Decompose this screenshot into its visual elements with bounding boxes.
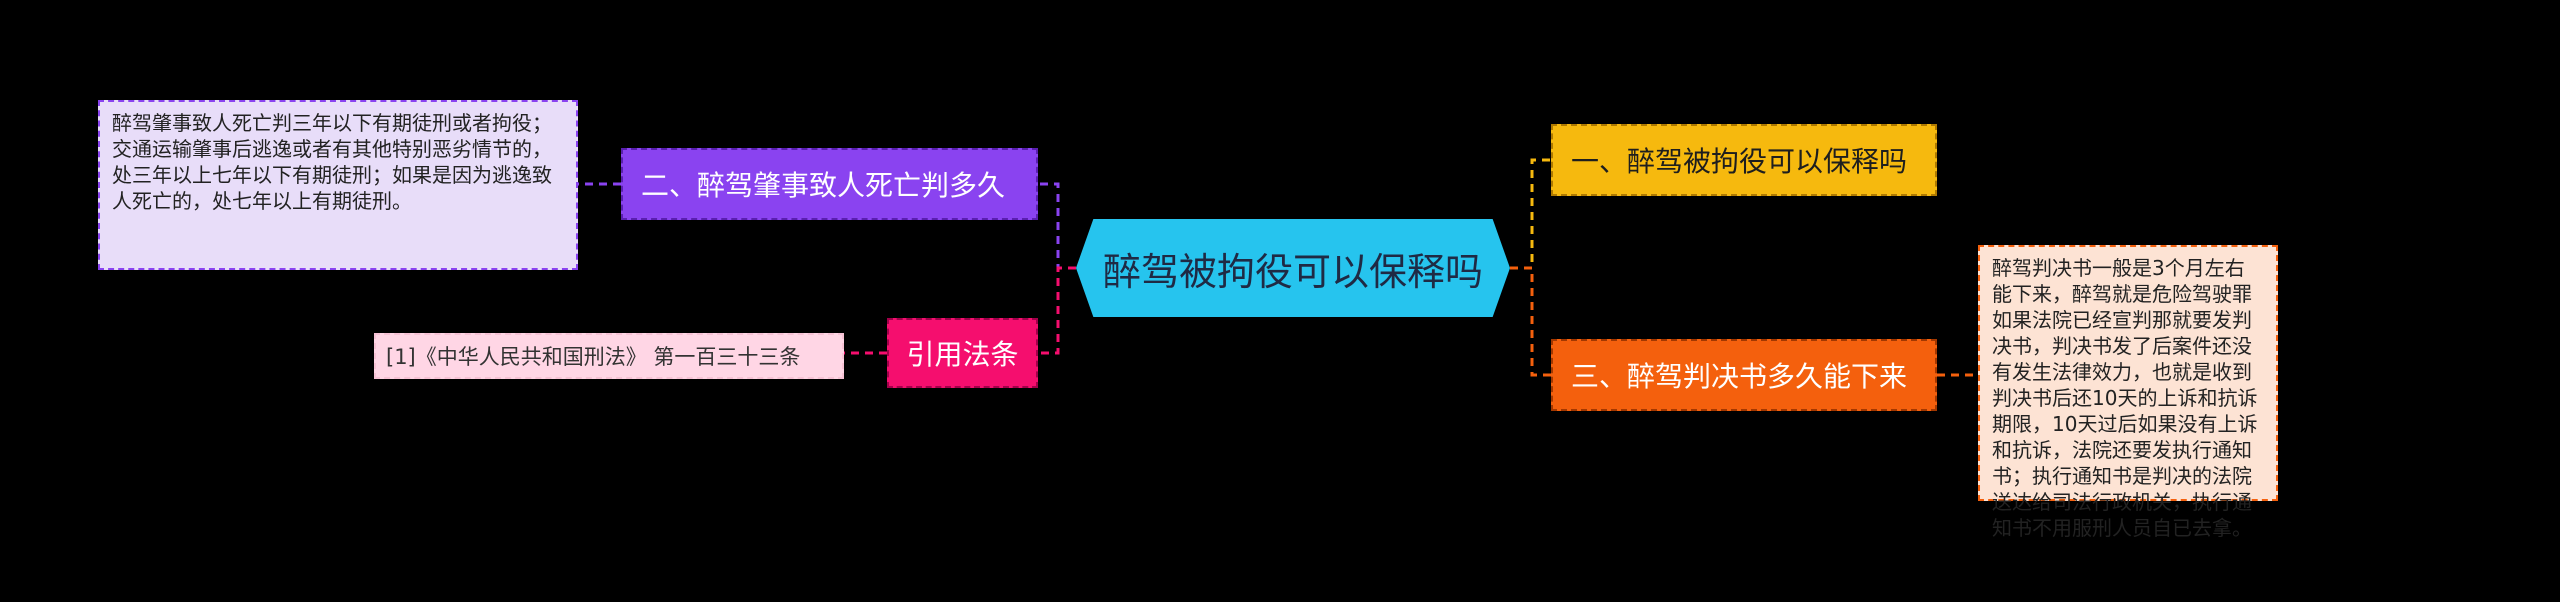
central-topic[interactable]: 醉驾被拘役可以保释吗 xyxy=(1076,219,1510,317)
link-central-bail xyxy=(1510,158,1551,270)
topic-law[interactable]: 引用法条 xyxy=(887,318,1038,388)
death-detail-note[interactable]: 醉驾肇事致人死亡判三年以下有期徒刑或者拘役；交通运输肇事后逃逸或者有其他特别恶劣… xyxy=(98,100,578,270)
verdict-detail-text: 醉驾判决书一般是3个月左右能下来，醉驾就是危险驾驶罪如果法院已经宣判那就要发判决… xyxy=(1992,256,2258,540)
central-topic-label: 醉驾被拘役可以保释吗 xyxy=(1102,249,1483,294)
topic-law-label: 引用法条 xyxy=(906,338,1019,371)
death-detail-text: 醉驾肇事致人死亡判三年以下有期徒刑或者拘役；交通运输肇事后逃逸或者有其他特别恶劣… xyxy=(112,111,552,213)
verdict-detail-note[interactable]: 醉驾判决书一般是3个月左右能下来，醉驾就是危险驾驶罪如果法院已经宣判那就要发判决… xyxy=(1978,245,2278,540)
link-central-death xyxy=(1038,182,1076,270)
law-reference-text: [1]《中华人民共和国刑法》 第一百三十三条 xyxy=(386,345,801,369)
topic-death[interactable]: 二、醉驾肇事致人死亡判多久 xyxy=(621,148,1038,220)
topic-bail-label: 一、醉驾被拘役可以保释吗 xyxy=(1571,145,1908,178)
topic-bail[interactable]: 一、醉驾被拘役可以保释吗 xyxy=(1551,124,1937,196)
topic-verdict-label: 三、醉驾判决书多久能下来 xyxy=(1571,360,1908,393)
link-central-law xyxy=(1038,266,1076,355)
topic-death-label: 二、醉驾肇事致人死亡判多久 xyxy=(641,169,1006,202)
law-reference-note[interactable]: [1]《中华人民共和国刑法》 第一百三十三条 xyxy=(374,333,844,379)
topic-verdict[interactable]: 三、醉驾判决书多久能下来 xyxy=(1551,339,1937,411)
link-central-verdict xyxy=(1510,266,1551,377)
